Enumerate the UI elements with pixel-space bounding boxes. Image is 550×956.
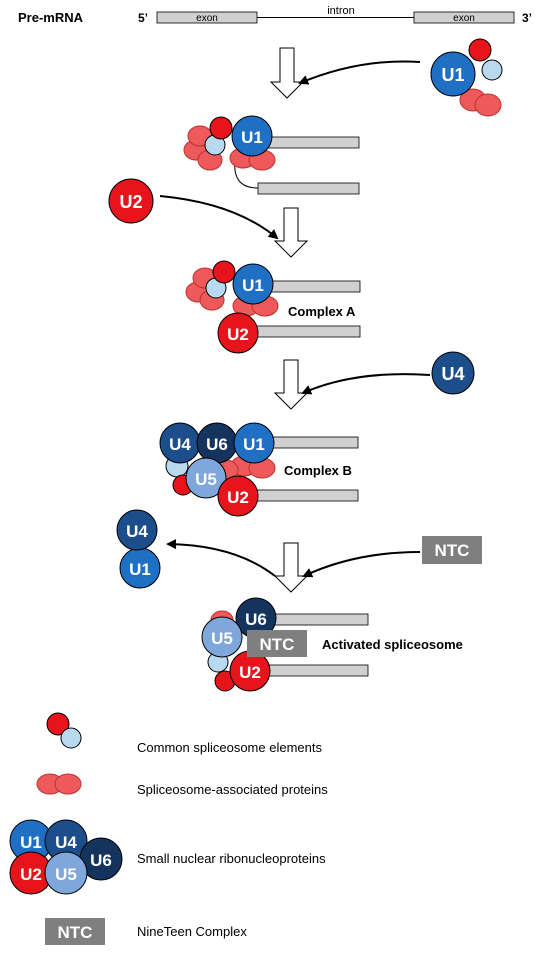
u1-label: U1 (441, 65, 464, 85)
curved-arrow-u1-u4-out (166, 539, 276, 577)
exon-bar (261, 436, 359, 449)
exon-bar (249, 325, 361, 338)
u1-label: U1 (129, 560, 151, 579)
legend-protein-blob (54, 773, 82, 795)
u4-snrnp (116, 509, 158, 551)
exon-bar (251, 489, 359, 502)
ntc-label: NTC (260, 635, 295, 654)
u2-snrnp (217, 475, 259, 517)
exon-bar (259, 280, 361, 293)
legend-ntc-label: NTC (58, 923, 93, 942)
u4-label: U4 (169, 435, 191, 454)
ntc-box (422, 536, 482, 564)
legend-u5 (44, 851, 88, 895)
exon-bar (261, 664, 369, 677)
u1-label: U1 (242, 276, 264, 295)
u5-snrnp (185, 457, 227, 499)
ntc-free: NTC (422, 536, 482, 564)
u1-snrnp (232, 263, 274, 305)
u4-label: U4 (126, 522, 148, 541)
u2-free-snrnp (108, 178, 154, 224)
legend-u6-label: U6 (90, 851, 112, 870)
premrna-label: Pre-mRNA (18, 10, 84, 25)
legend-u2-label: U2 (20, 865, 42, 884)
u1-label: U1 (241, 128, 263, 147)
down-arrow-2 (273, 207, 309, 258)
u6-label: U6 (245, 610, 267, 629)
u1-snrnp (430, 51, 476, 97)
exon-left-label: exon (196, 13, 218, 24)
u2-label: U2 (119, 192, 142, 212)
down-arrow-3 (273, 359, 309, 410)
legend-snrnps-text: Small nuclear ribonucleoproteins (137, 851, 326, 866)
curved-arrow-ntc-in (302, 551, 421, 578)
u4-u1-released: U1 U4 (116, 509, 161, 589)
legend-u5-label: U5 (55, 865, 77, 884)
common-element-red (209, 116, 233, 140)
complex-b-label: Complex B (284, 463, 352, 478)
legend-common-red (46, 712, 70, 736)
ntc-box (247, 630, 307, 657)
five-prime-label: 5’ (138, 11, 148, 25)
u1-free-complex: U1 (430, 38, 503, 117)
complex-a-stage: U1 U2 Complex A (185, 260, 361, 354)
complex-b-stage: U4 U6 U1 U5 U2 Complex B (159, 422, 359, 517)
u6-label: U6 (206, 435, 228, 454)
u1-snrnp (233, 422, 275, 464)
common-element-lightblue (481, 59, 503, 81)
curved-arrow-u1-in (298, 60, 421, 85)
legend-common-text: Common spliceosome elements (137, 740, 322, 755)
u1-bound-stage: U1 (183, 115, 360, 195)
exon-right (413, 11, 515, 24)
ntc-label: NTC (435, 541, 470, 560)
legend-u4-label: U4 (55, 833, 77, 852)
exon-bar (257, 136, 360, 149)
curved-arrow-u2-in (159, 195, 279, 240)
u2-label: U2 (227, 325, 249, 344)
legend: Common spliceosome elements Spliceosome-… (9, 712, 328, 945)
u5-label: U5 (211, 629, 233, 648)
activated-spliceosome-stage: U6 U5 U2 NTC Activated spliceosome (201, 597, 463, 692)
three-prime-label: 3’ (522, 11, 532, 25)
exon-right-label: exon (453, 13, 475, 24)
common-element-red (468, 38, 492, 62)
u4-label: U4 (441, 364, 464, 384)
legend-ntc-box (45, 918, 105, 945)
curved-arrow-u4-in (301, 373, 431, 395)
u2-snrnp (217, 312, 259, 354)
u5-snrnp (201, 616, 243, 658)
u5-label: U5 (195, 470, 217, 489)
u2-label: U2 (239, 663, 261, 682)
legend-common-lightblue (60, 727, 82, 749)
u2-label: U2 (227, 488, 249, 507)
complex-a-label: Complex A (288, 304, 356, 319)
intron-label: intron (327, 5, 355, 17)
legend-ntc-text: NineTeen Complex (137, 924, 247, 939)
u1-snrnp (231, 115, 273, 157)
exon-bar (257, 182, 360, 195)
protein-blob (474, 93, 502, 117)
activated-spliceosome-label: Activated spliceosome (322, 637, 463, 652)
legend-u1-label: U1 (20, 833, 42, 852)
u4-free-snrnp (431, 351, 475, 395)
legend-associated-text: Spliceosome-associated proteins (137, 782, 328, 797)
down-arrow-4 (273, 542, 309, 593)
down-arrow-1 (269, 47, 305, 99)
common-element-red (212, 260, 236, 284)
u1-label: U1 (243, 435, 265, 454)
exon-bar (267, 613, 369, 626)
